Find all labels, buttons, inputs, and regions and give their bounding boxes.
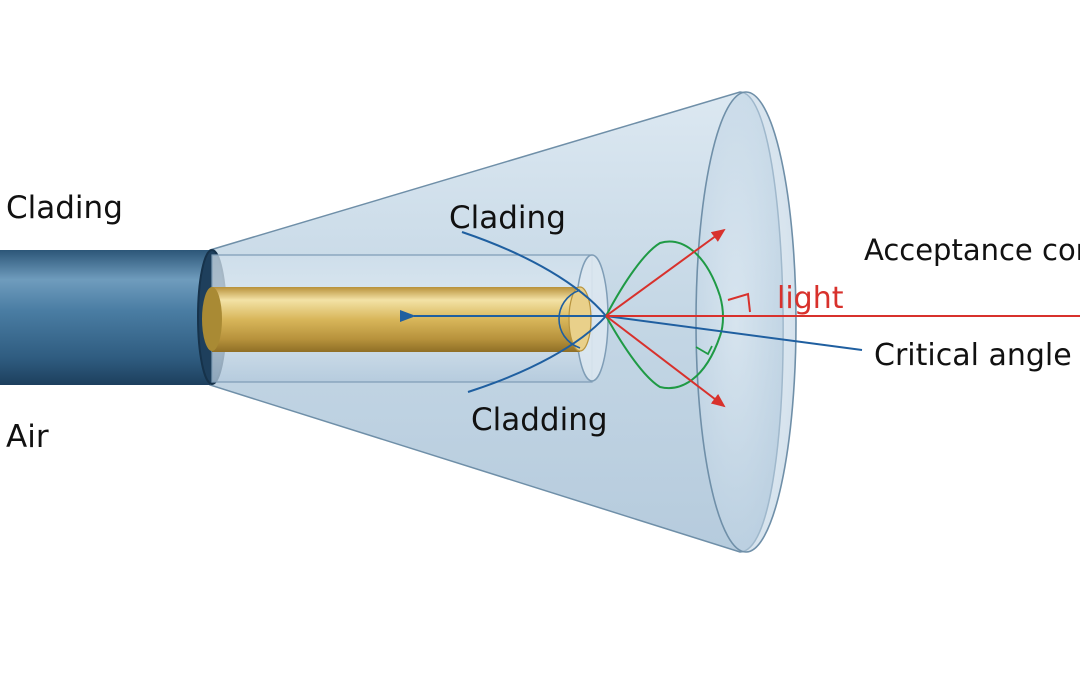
refracted-ray-lower (605, 315, 726, 408)
label-critical-angle: Critical angle (874, 338, 1072, 373)
label-cladding-left: Clading (6, 190, 123, 226)
acceptance-arc-lower (605, 315, 721, 389)
label-acceptance-cone: Acceptance cone (864, 233, 1080, 267)
label-light: light (777, 281, 844, 316)
fiber-core-left-end (202, 287, 222, 351)
acceptance-arc-right (719, 295, 724, 337)
critical-curve-upper (461, 231, 607, 317)
fiber-core (212, 287, 580, 352)
angle-mark-upper (727, 292, 751, 313)
acceptance-cone-mouth (695, 91, 797, 553)
fiber-jacket (0, 250, 210, 385)
label-cladding-upper: Clading (449, 200, 566, 236)
refracted-ray-upper (605, 228, 726, 317)
critical-curve-lower (467, 315, 607, 393)
acceptance-arc-upper (605, 240, 721, 317)
label-air: Air (6, 419, 49, 455)
angle-mark-lower (695, 345, 713, 356)
label-cladding-lower: Cladding (471, 402, 608, 438)
critical-angle-line (605, 315, 863, 351)
